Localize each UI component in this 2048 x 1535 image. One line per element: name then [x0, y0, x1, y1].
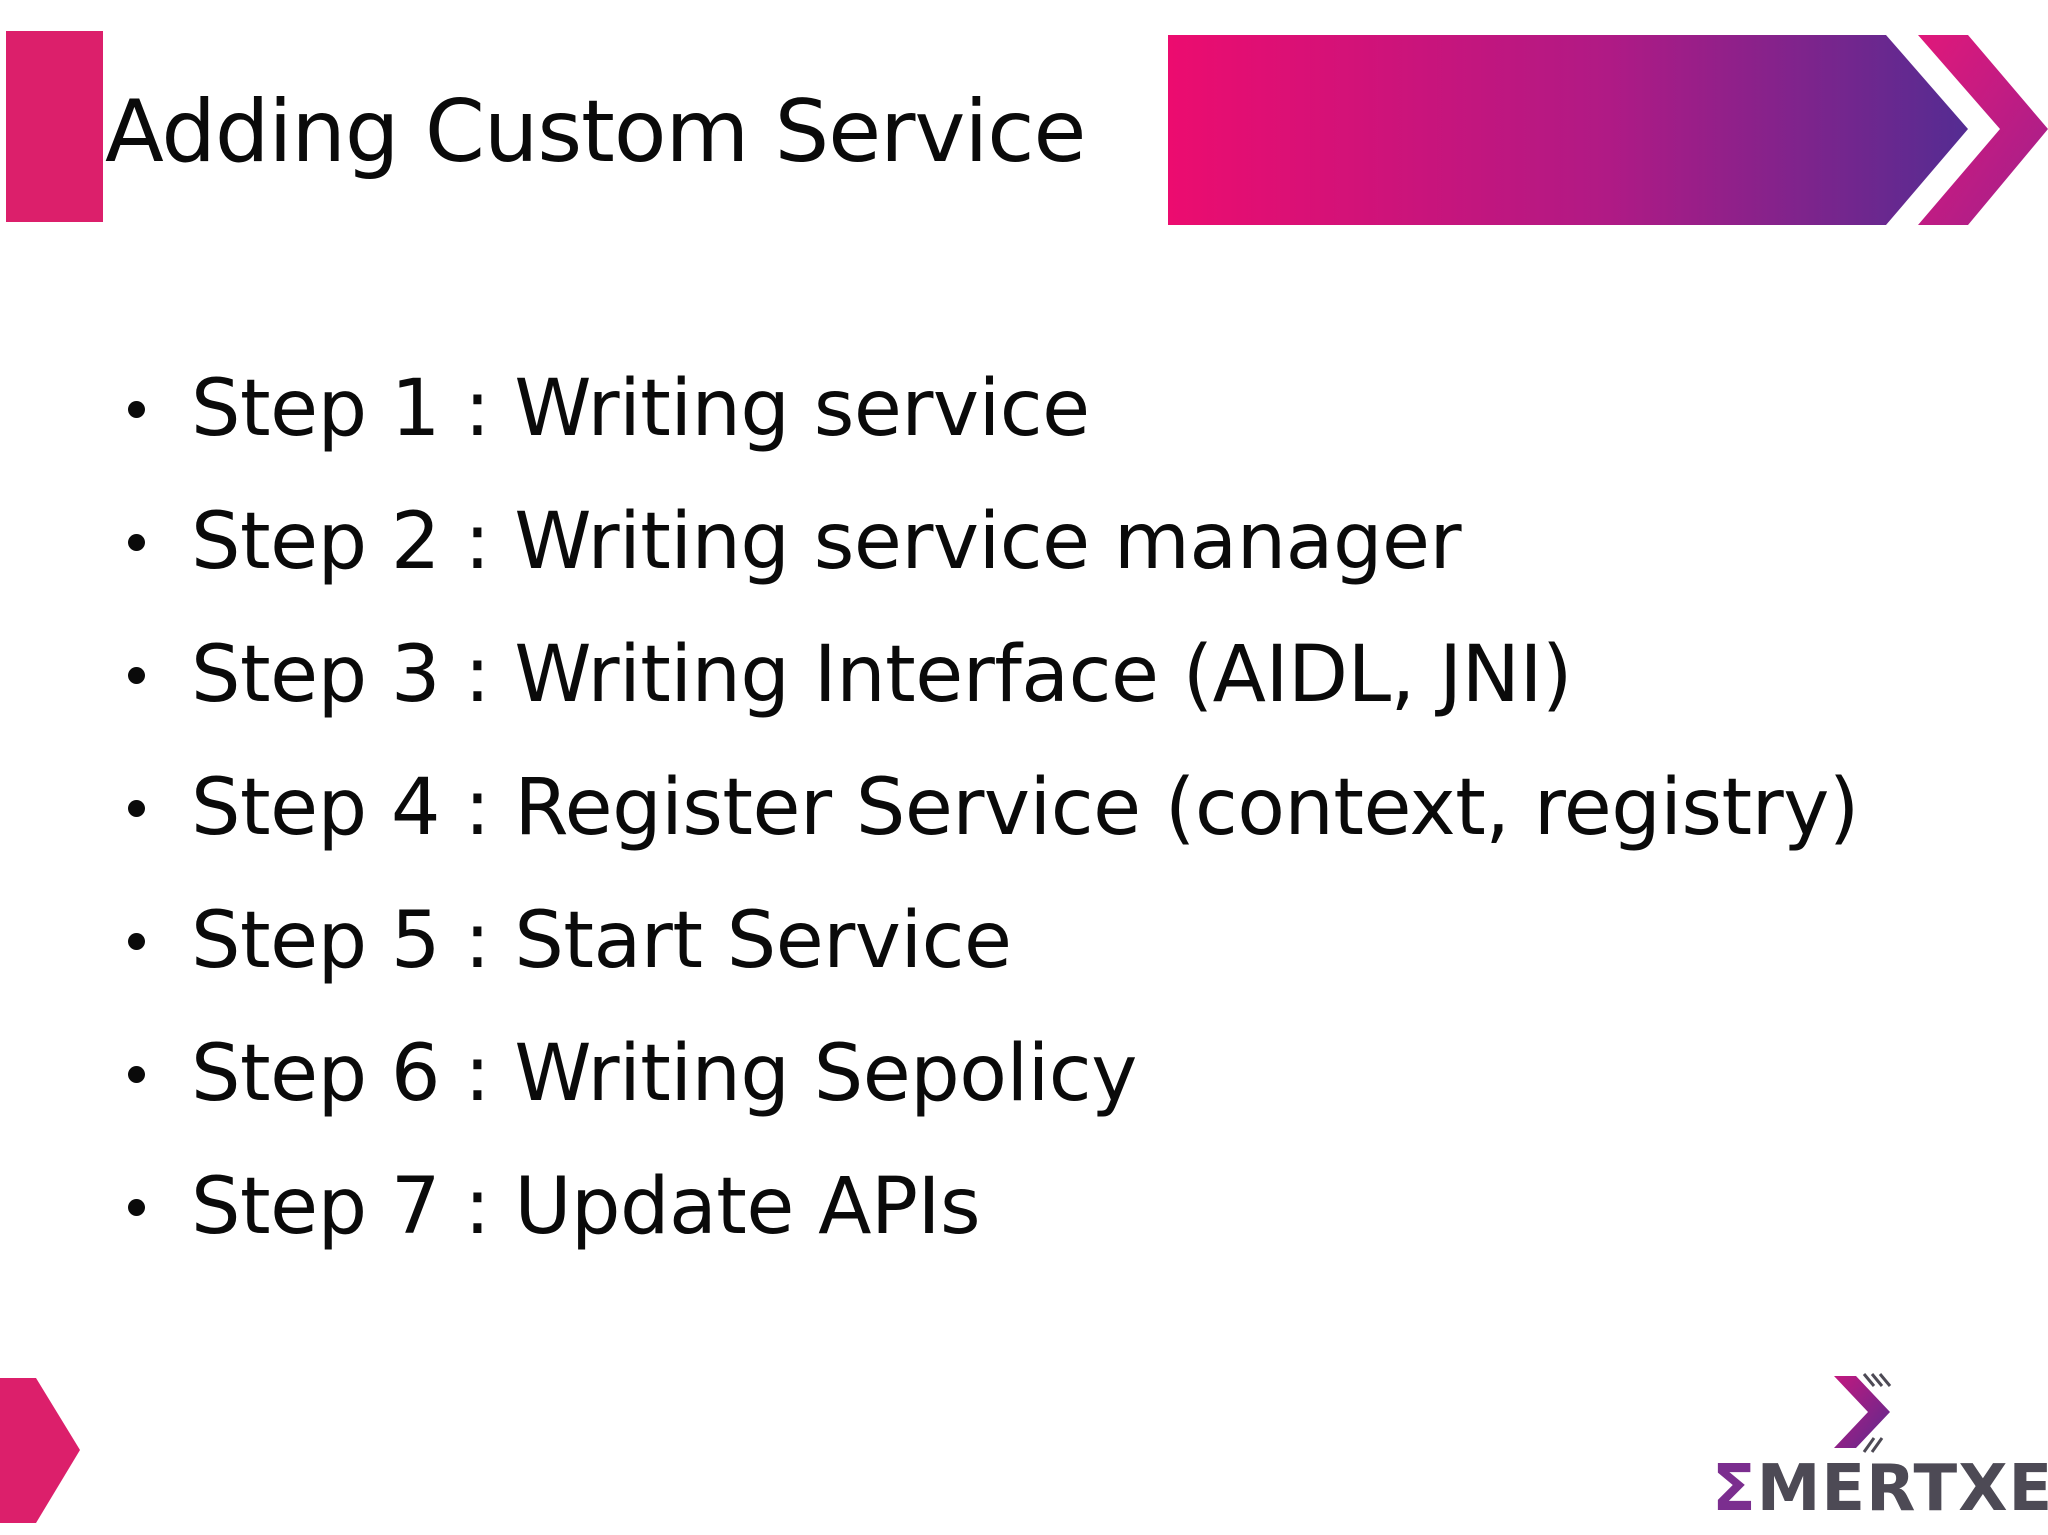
step-text: Step 1 : Writing service — [191, 364, 1090, 454]
corner-arrow-icon — [0, 1378, 80, 1523]
step-text: Step 7 : Update APIs — [191, 1162, 981, 1252]
logo-wordmark: ΣMERTXE — [1712, 1454, 2048, 1524]
logo-text: MERTXE — [1756, 1452, 2048, 1526]
slide-title: Adding Custom Service — [105, 82, 1086, 182]
bullet-icon — [128, 401, 145, 418]
bullet-icon — [128, 1199, 145, 1216]
emertxe-logo: ΣMERTXE — [1710, 1372, 2048, 1530]
step-text: Step 3 : Writing Interface (AIDL, JNI) — [191, 630, 1572, 720]
bullet-icon — [128, 1066, 145, 1083]
bullet-icon — [128, 800, 145, 817]
steps-list: Step 1 : Writing service Step 2 : Writin… — [118, 357, 1859, 1288]
list-item: Step 3 : Writing Interface (AIDL, JNI) — [118, 623, 1859, 756]
bullet-icon — [128, 933, 145, 950]
list-item: Step 4 : Register Service (context, regi… — [118, 756, 1859, 889]
step-text: Step 2 : Writing service manager — [191, 497, 1462, 587]
list-item: Step 2 : Writing service manager — [118, 490, 1859, 623]
step-text: Step 6 : Writing Sepolicy — [191, 1029, 1137, 1119]
title-accent-bar — [6, 31, 103, 222]
step-text: Step 4 : Register Service (context, regi… — [191, 763, 1859, 853]
logo-chevron-icon — [1834, 1373, 1892, 1453]
list-item: Step 5 : Start Service — [118, 889, 1859, 1022]
bullet-icon — [128, 534, 145, 551]
list-item: Step 1 : Writing service — [118, 357, 1859, 490]
list-item: Step 7 : Update APIs — [118, 1155, 1859, 1288]
bullet-icon — [128, 667, 145, 684]
chevron-banner-icon — [1168, 35, 2048, 225]
logo-sigma: Σ — [1712, 1452, 1757, 1526]
step-text: Step 5 : Start Service — [191, 896, 1012, 986]
list-item: Step 6 : Writing Sepolicy — [118, 1022, 1859, 1155]
